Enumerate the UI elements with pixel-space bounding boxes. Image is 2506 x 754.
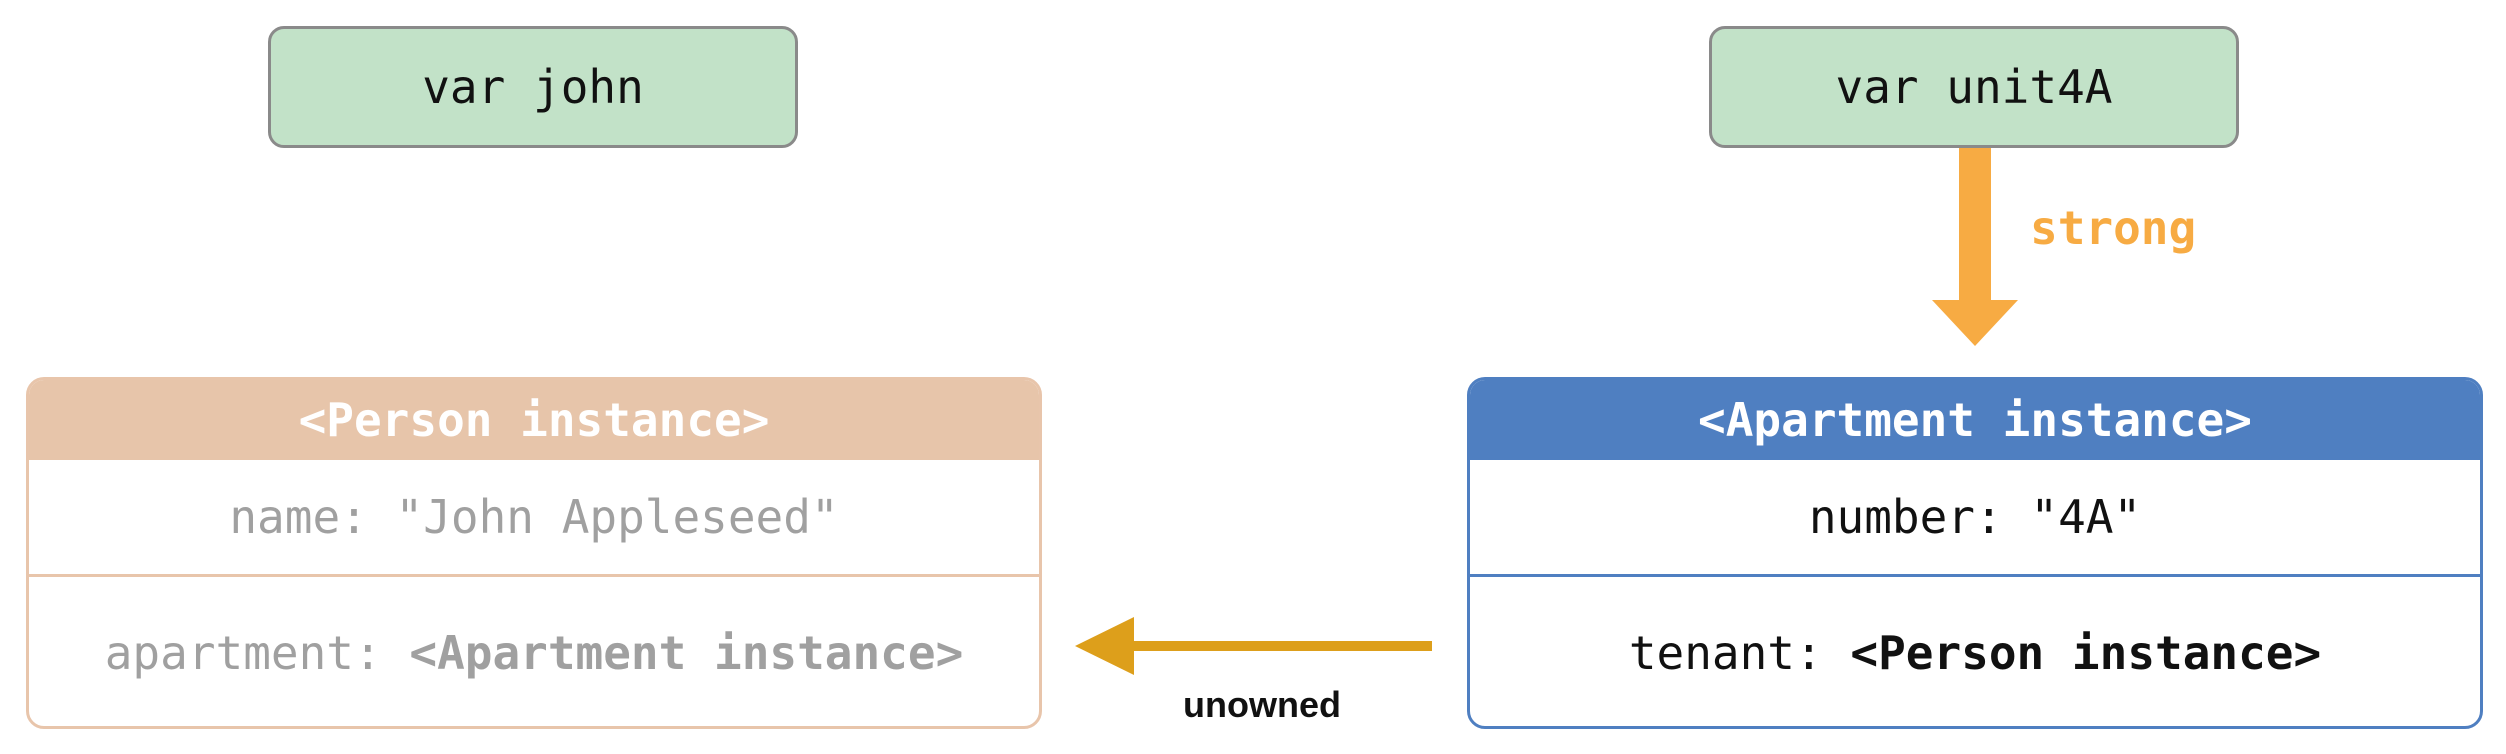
- var-unit4a-box: var unit4A: [1709, 26, 2239, 148]
- person-apartment-row: apartment: <Apartment instance>: [29, 577, 1039, 726]
- var-unit4a-label: var unit4A: [1835, 60, 2113, 114]
- person-apartment-value: <Apartment instance>: [409, 626, 964, 680]
- apartment-number-row: number: "4A": [1470, 460, 2480, 577]
- apartment-number-value: "4A": [2030, 490, 2142, 544]
- strong-arrow-head: [1932, 300, 2018, 346]
- var-john-box: var john: [268, 26, 798, 148]
- strong-label: strong: [2030, 201, 2196, 255]
- strong-arrow-shaft: [1959, 148, 1991, 302]
- apartment-tenant-row: tenant: <Person instance>: [1470, 577, 2480, 726]
- unowned-arrow-head: [1075, 617, 1134, 675]
- apartment-tenant-key: tenant:: [1628, 626, 1851, 680]
- person-name-row: name: "John Appleseed": [29, 460, 1039, 577]
- apartment-tenant-value: <Person instance>: [1850, 626, 2322, 680]
- var-john-label: var john: [422, 60, 644, 114]
- apartment-instance-header: <Apartment instance>: [1470, 380, 2480, 460]
- person-apartment-key: apartment:: [104, 626, 410, 680]
- person-name-key: name:: [229, 490, 396, 544]
- unowned-arrow-shaft: [1130, 641, 1432, 651]
- person-instance-header: <Person instance>: [29, 380, 1039, 460]
- strong-arrow: [1932, 148, 2018, 346]
- person-name-value: "John Appleseed": [395, 490, 839, 544]
- unowned-label: unowned: [1183, 684, 1341, 725]
- person-instance-box: <Person instance> name: "John Appleseed"…: [26, 377, 1042, 729]
- unowned-arrow: [1075, 617, 1432, 675]
- apartment-instance-box: <Apartment instance> number: "4A" tenant…: [1467, 377, 2483, 729]
- apartment-number-key: number:: [1808, 490, 2031, 544]
